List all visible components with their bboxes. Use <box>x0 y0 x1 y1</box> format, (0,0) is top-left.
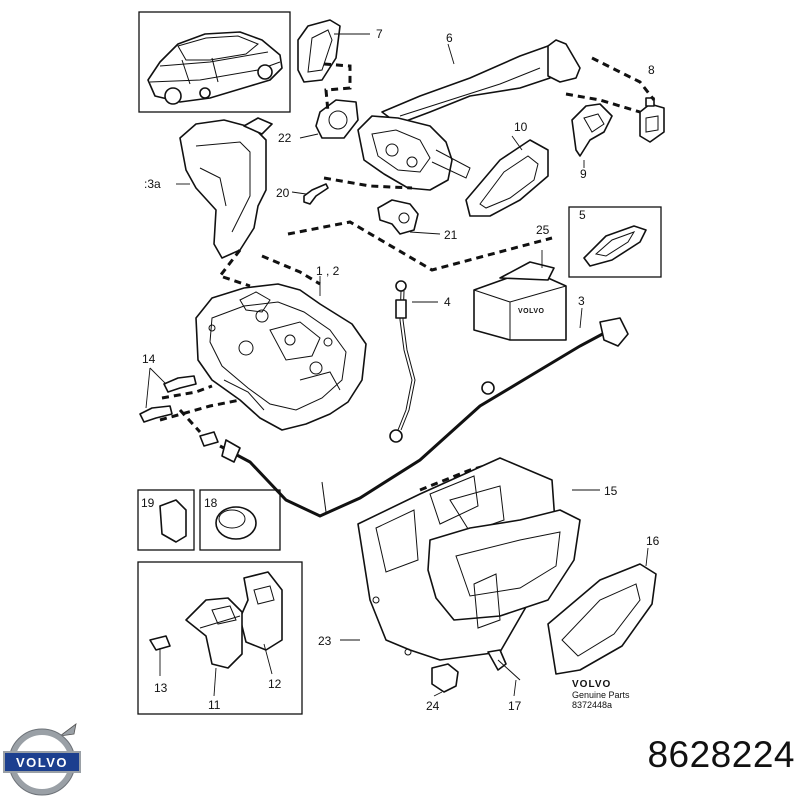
callout-25: 25 <box>536 223 550 237</box>
logo-wordmark: VOLVO <box>16 755 68 770</box>
callout-5: 5 <box>579 208 586 222</box>
lock-cylinder-9 <box>571 103 613 157</box>
detail-19 <box>137 489 195 551</box>
detail-5 <box>568 206 662 278</box>
callout-labels: 7 6 8 22 10 9 :3a 20 5 21 25 1 , 2 4 3 1… <box>141 27 660 713</box>
callout-21: 21 <box>444 228 458 242</box>
callout-13: 13 <box>154 681 168 695</box>
callout-23: 23 <box>318 634 332 648</box>
callout-10: 10 <box>514 120 528 134</box>
bezel-10 <box>465 139 549 217</box>
clip-21 <box>377 199 419 235</box>
outer-handle-6 <box>381 39 581 125</box>
bezel-16 <box>547 563 657 675</box>
callout-4: 4 <box>444 295 451 309</box>
callout-14: 14 <box>142 352 156 366</box>
leader-lines <box>145 33 649 697</box>
callout-12: 12 <box>268 677 282 691</box>
callout-6: 6 <box>446 31 453 45</box>
callout-3a: :3a <box>144 177 161 191</box>
control-rod-4 <box>389 280 416 443</box>
package-25: VOLVO <box>473 261 567 341</box>
volvo-logo: VOLVO <box>3 723 81 796</box>
callout-17: 17 <box>508 699 522 713</box>
callout-22: 22 <box>278 131 292 145</box>
callout-18: 18 <box>204 496 218 510</box>
door-module-15-23 <box>357 457 581 661</box>
lock-assembly-1-2 <box>195 283 367 431</box>
part-number: 8628224 <box>647 734 795 775</box>
screw-20 <box>303 183 329 205</box>
callout-11: 11 <box>208 698 221 712</box>
striker-detail-11-12-13 <box>137 561 303 715</box>
callout-15: 15 <box>604 484 618 498</box>
assembly-lines <box>159 56 656 492</box>
callout-19: 19 <box>141 496 155 510</box>
callout-16: 16 <box>646 534 660 548</box>
car-thumbnail <box>138 11 291 113</box>
callout-1-2: 1 , 2 <box>316 264 340 278</box>
clip-8 <box>639 97 665 143</box>
genuine-parts-stamp: VOLVO Genuine Parts 8372448a <box>572 679 662 711</box>
callout-24: 24 <box>426 699 440 713</box>
handle-bracket-assembly <box>357 115 471 191</box>
callout-7: 7 <box>376 27 383 41</box>
protective-shield-3a <box>179 117 273 259</box>
gasket-22 <box>315 99 359 139</box>
handle-cover-7 <box>297 19 341 83</box>
cable-3 <box>199 317 629 518</box>
stamp-line-1: Genuine Parts <box>572 690 630 700</box>
screws-14 <box>139 375 197 423</box>
callout-3: 3 <box>578 294 585 308</box>
bolt-17 <box>487 649 521 681</box>
detail-18 <box>199 489 281 551</box>
callout-20: 20 <box>276 186 290 200</box>
callout-9: 9 <box>580 167 587 181</box>
callout-8: 8 <box>648 63 655 77</box>
screw-24 <box>431 663 459 693</box>
package-label: VOLVO <box>518 308 545 315</box>
stamp-line-2: 8372448a <box>572 700 613 710</box>
stamp-brand: VOLVO <box>572 679 612 690</box>
